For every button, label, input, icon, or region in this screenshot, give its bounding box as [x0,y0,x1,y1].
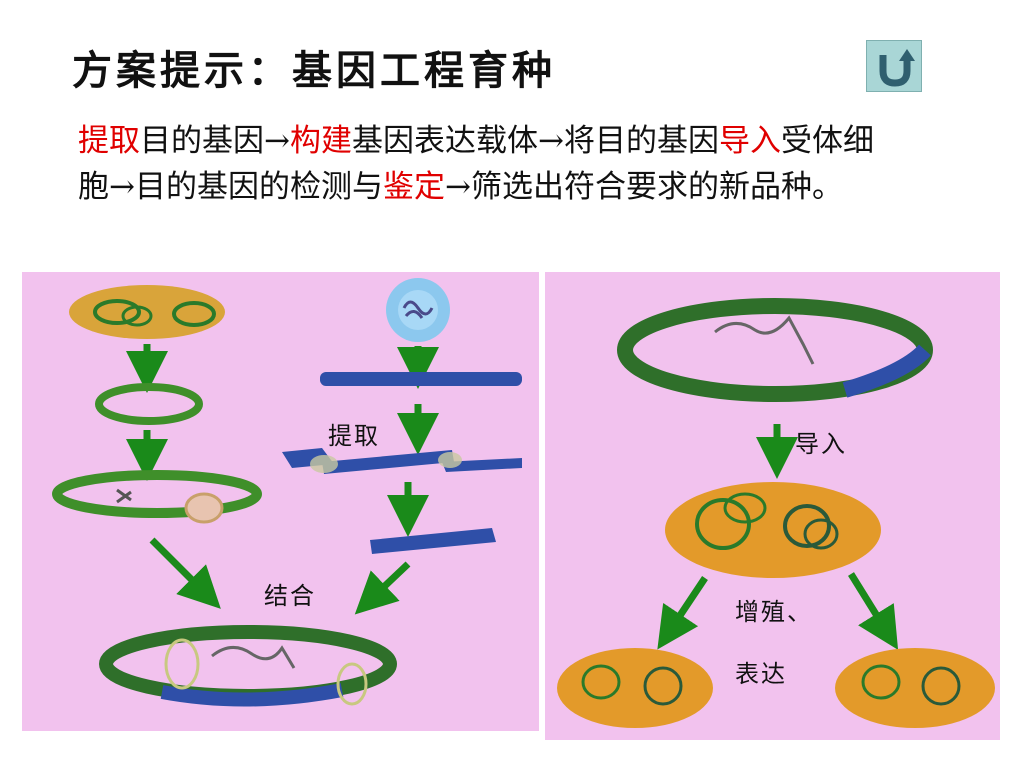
arrow-diagonal [149,537,221,609]
plasmid-ring [95,383,203,425]
label-combine: 结合 [264,582,316,610]
text-segment: 基因表达载体→将目的基因 [351,123,719,159]
process-description: 提取目的基因→构建基因表达载体→将目的基因导入受体细胞→目的基因的检测与鉴定→筛… [78,118,898,210]
arrow-diagonal [354,561,411,615]
text-segment: →筛选出符合要求的新品种。 [444,169,843,205]
transformation-panel: 导入 增殖、 表达 [545,272,1000,740]
slide-title: 方案提示：基因工程育种 [72,47,556,94]
dna-fragments [282,448,522,474]
daughter-cell [835,648,995,728]
recipient-cell [665,482,881,578]
text-segment: 目的基因→ [140,123,290,159]
highlight-identify: 鉴定 [382,169,445,205]
highlight-import: 导入 [718,123,781,159]
dna-strand [320,372,522,386]
label-express: 表达 [735,660,787,688]
daughter-cell [557,648,713,728]
highlight-extract: 提取 [78,123,140,159]
vector-construction-panel: 提取 结合 [22,272,539,731]
arrow-diagonal [848,572,899,650]
highlight-construct: 构建 [289,123,352,159]
label-proliferate: 增殖、 [735,598,813,626]
label-extract: 提取 [328,422,380,450]
text-segment: 受体细胞→目的基因的检测与 [78,123,874,205]
arrow-diagonal [657,576,708,650]
bacterium-cell [69,285,225,339]
recombinant-plasmid [617,298,933,402]
donor-cell [386,278,450,342]
target-gene-fragment [370,528,496,554]
label-import: 导入 [795,430,847,458]
back-button[interactable] [866,40,922,92]
cut-plasmid [52,470,262,524]
back-arrow-icon [879,49,915,87]
recombinant-plasmid [99,625,397,707]
